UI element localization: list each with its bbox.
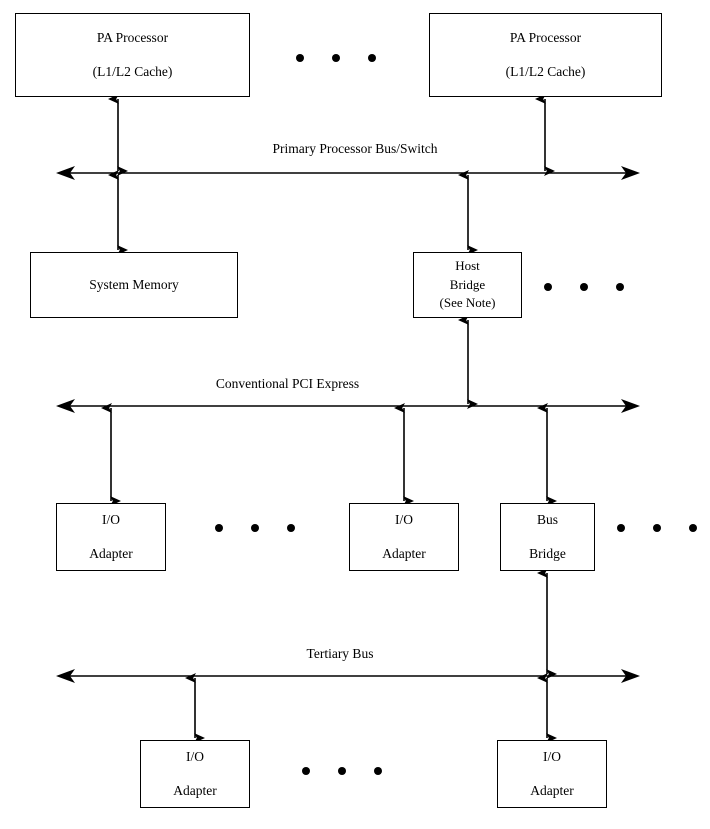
node-label-line1: I/O xyxy=(395,511,413,527)
ellipsis-dot xyxy=(287,524,295,532)
node-host-bridge[interactable]: Host Bridge (See Note) xyxy=(413,252,522,318)
node-label-line2: Adapter xyxy=(173,783,217,798)
bus-line-primary xyxy=(56,166,640,180)
ellipsis-io-adapters-tertiary xyxy=(302,767,382,775)
node-label-line1: I/O xyxy=(543,748,561,764)
ellipsis-dot xyxy=(580,283,588,291)
ellipsis-dot xyxy=(653,524,661,532)
ellipsis-dot xyxy=(368,54,376,62)
ellipsis-processors xyxy=(296,54,376,62)
ellipsis-dot xyxy=(302,767,310,775)
node-pa-processor-left[interactable]: PA Processor (L1/L2 Cache) xyxy=(15,13,250,97)
bus-label-tertiary: Tertiary Bus xyxy=(306,646,374,661)
node-label-line3: (See Note) xyxy=(439,295,496,311)
ellipsis-dot xyxy=(251,524,259,532)
bus-label-pci-express: Conventional PCI Express xyxy=(215,376,360,391)
node-label-line1: PA Processor xyxy=(509,29,582,45)
ellipsis-io-adapters-pci-right xyxy=(617,524,697,532)
ellipsis-dot xyxy=(374,767,382,775)
node-label-line1: Host xyxy=(455,257,480,273)
bus-label-primary: Primary Processor Bus/Switch xyxy=(272,141,438,156)
node-label-line2: Adapter xyxy=(382,546,426,561)
node-label-line2: Bridge xyxy=(529,546,566,561)
node-label-line1: PA Processor xyxy=(96,29,169,45)
bus-line-tertiary xyxy=(56,669,640,683)
node-label-line2: (L1/L2 Cache) xyxy=(505,64,586,79)
ellipsis-dot xyxy=(617,524,625,532)
ellipsis-dot xyxy=(689,524,697,532)
node-bus-bridge[interactable]: Bus Bridge xyxy=(500,503,595,571)
node-label-line1: Bus xyxy=(536,511,558,527)
ellipsis-dot xyxy=(296,54,304,62)
node-pa-processor-right[interactable]: PA Processor (L1/L2 Cache) xyxy=(429,13,662,97)
ellipsis-io-adapters-pci-left xyxy=(215,524,295,532)
node-label-line2: (L1/L2 Cache) xyxy=(92,64,173,79)
ellipsis-host-bridges xyxy=(544,283,624,291)
node-label-line1: I/O xyxy=(102,511,120,527)
ellipsis-dot xyxy=(332,54,340,62)
node-label-line2: Adapter xyxy=(89,546,133,561)
node-io-adapter-pci-right[interactable]: I/O Adapter xyxy=(349,503,459,571)
ellipsis-dot xyxy=(338,767,346,775)
node-label-line1: System Memory xyxy=(89,276,179,292)
node-io-adapter-pci-left[interactable]: I/O Adapter xyxy=(56,503,166,571)
ellipsis-dot xyxy=(215,524,223,532)
node-io-adapter-tertiary-left[interactable]: I/O Adapter xyxy=(140,740,250,808)
bus-line-pci-express xyxy=(56,399,640,413)
node-label-line2: Bridge xyxy=(449,276,486,292)
node-io-adapter-tertiary-right[interactable]: I/O Adapter xyxy=(497,740,607,808)
ellipsis-dot xyxy=(544,283,552,291)
node-label-line1: I/O xyxy=(186,748,204,764)
node-system-memory[interactable]: System Memory xyxy=(30,252,238,318)
node-label-line2: Adapter xyxy=(530,783,574,798)
ellipsis-dot xyxy=(616,283,624,291)
